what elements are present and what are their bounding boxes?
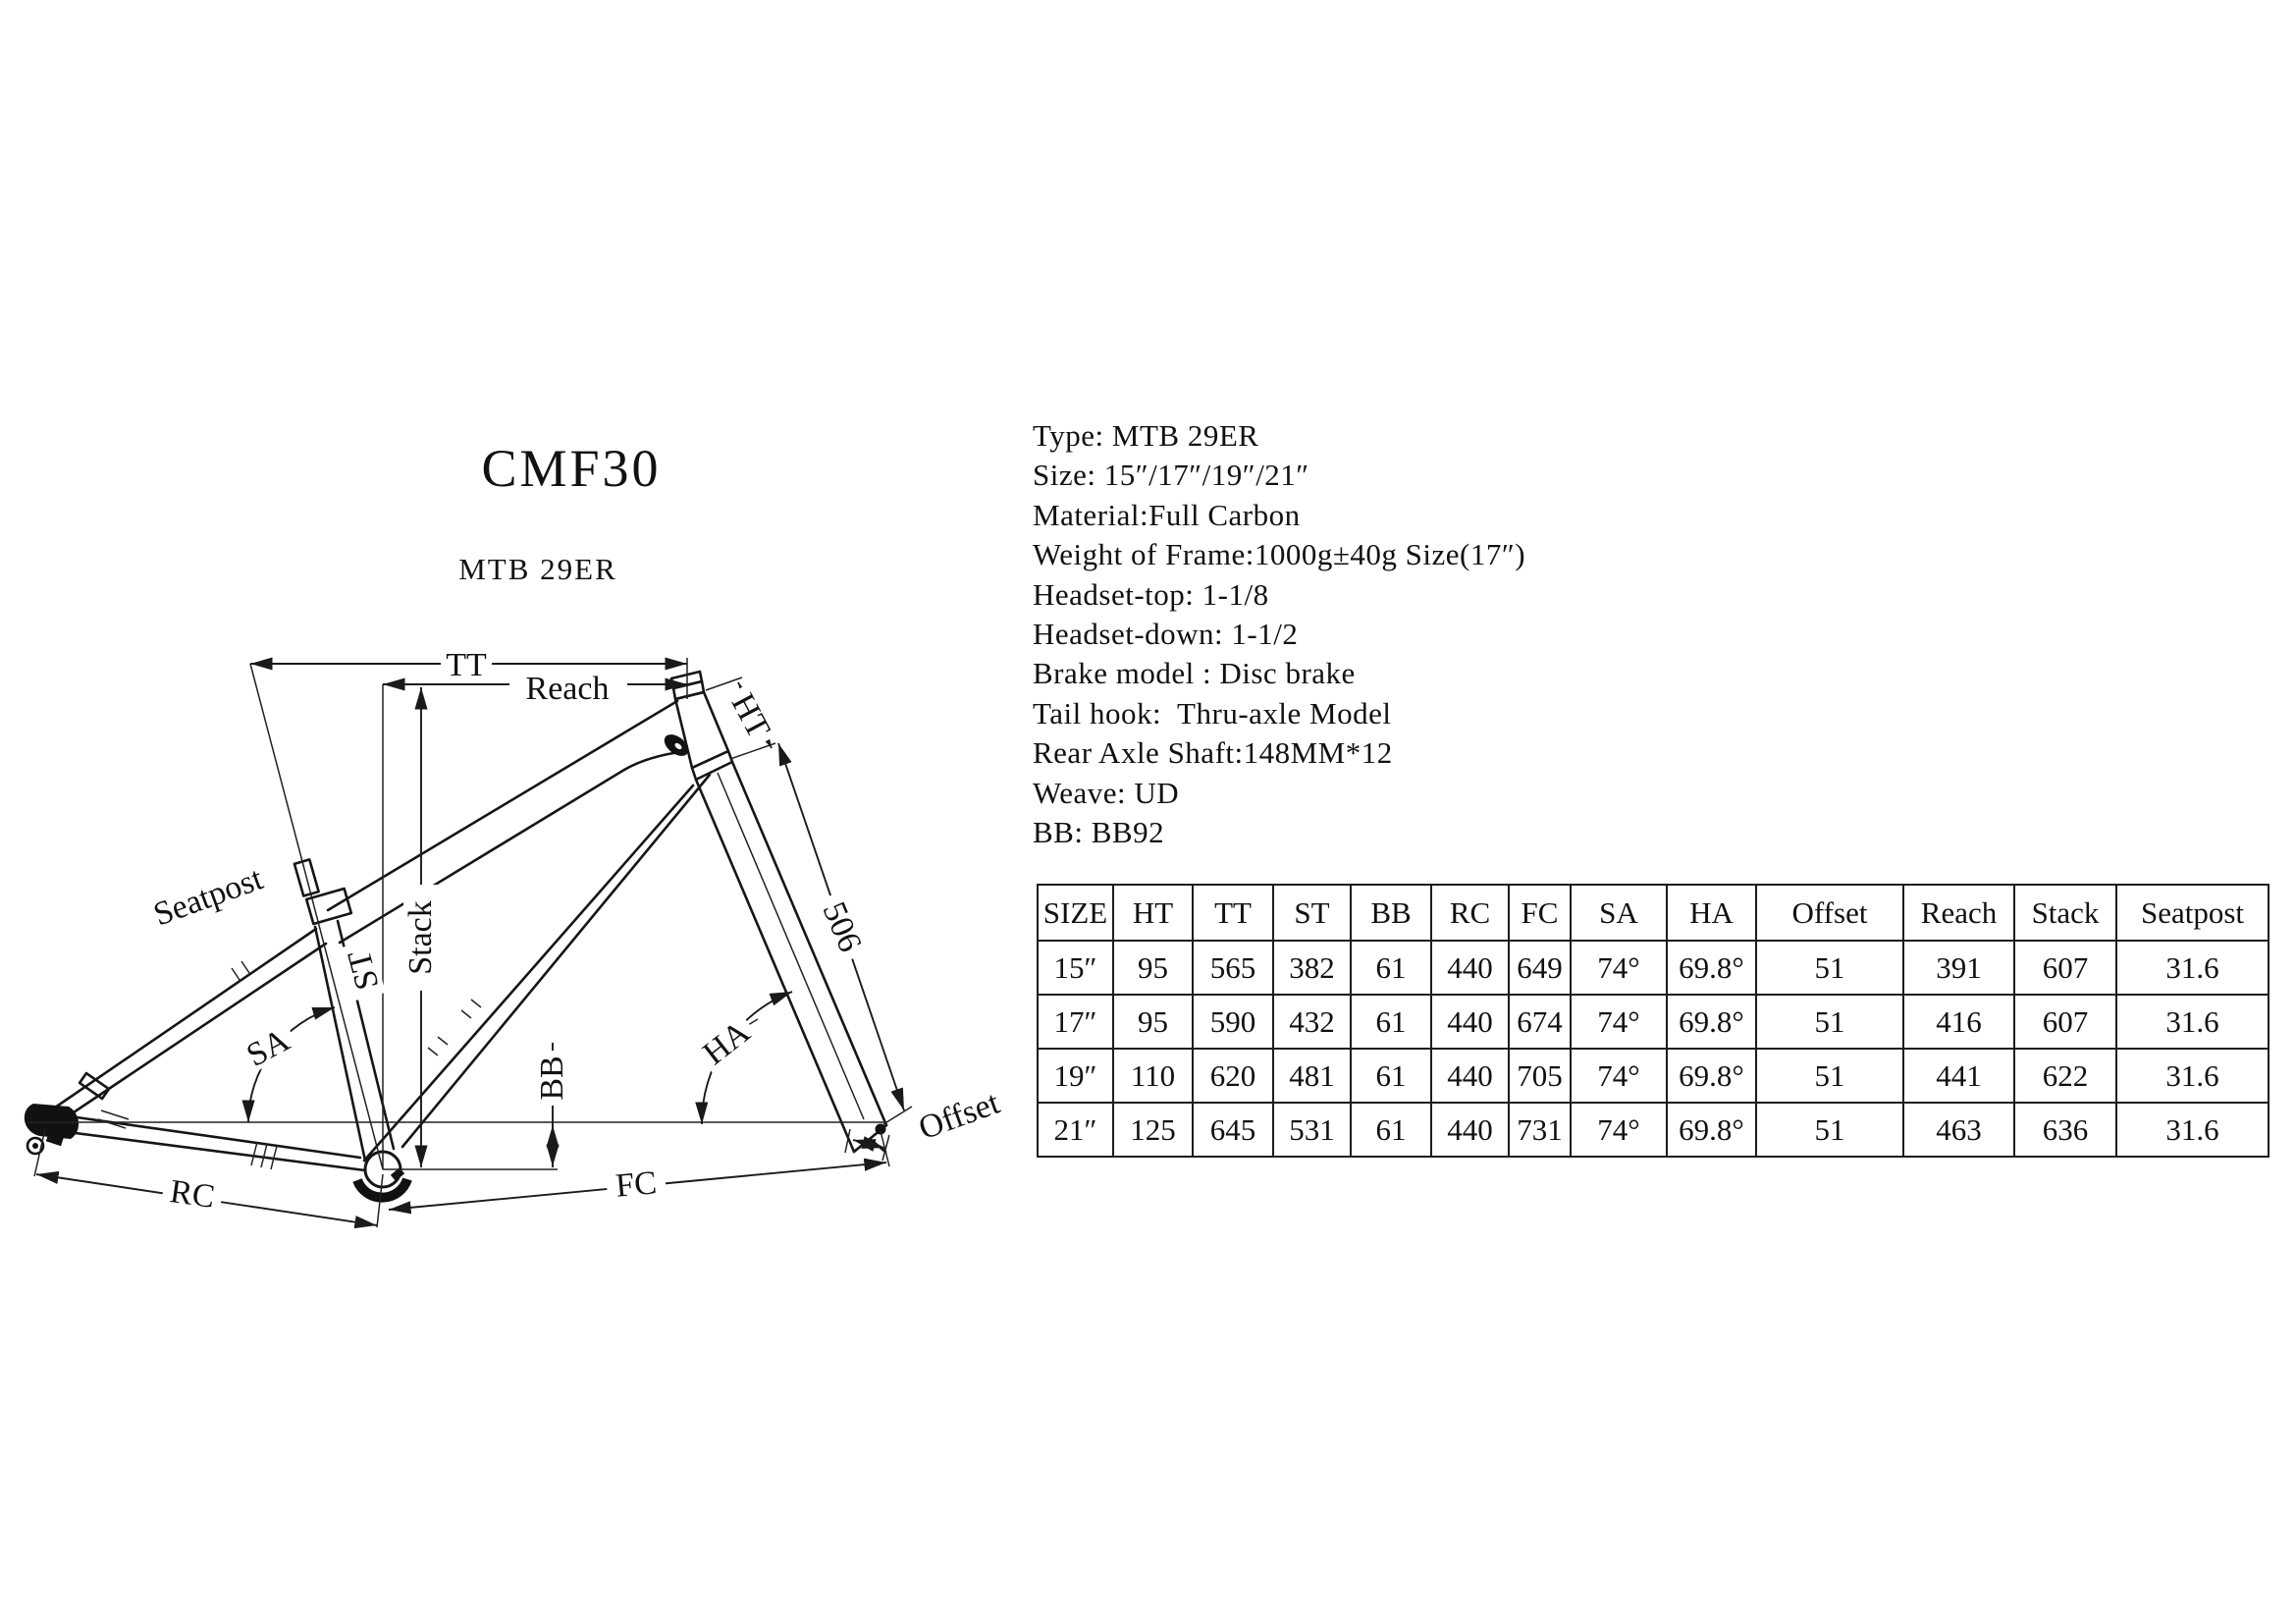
spec-line: Size: 15″/17″/19″/21″ (1033, 458, 1309, 493)
table-cell: 565 (1192, 940, 1274, 996)
table-cell: 21″ (1037, 1102, 1114, 1158)
label-rc: RC (168, 1173, 217, 1216)
table-cell: 441 (1902, 1048, 2015, 1104)
column-header: ST (1272, 884, 1352, 942)
table-cell: 69.8° (1666, 994, 1757, 1050)
table-cell: 74° (1570, 940, 1668, 996)
table-cell: 69.8° (1666, 940, 1757, 996)
table-cell: 620 (1192, 1048, 1274, 1104)
table-cell: 31.6 (2115, 994, 2269, 1050)
table-cell: 51 (1755, 940, 1904, 996)
spec-line: Headset-top: 1-1/8 (1033, 576, 1269, 612)
table-cell: 95 (1112, 940, 1194, 996)
table-cell: 74° (1570, 1102, 1668, 1158)
page-subtitle: MTB 29ER (458, 552, 617, 586)
page-title: CMF30 (481, 439, 662, 498)
table-cell: 622 (2013, 1048, 2117, 1104)
table-cell: 440 (1430, 940, 1510, 996)
table-cell: 125 (1112, 1102, 1194, 1158)
column-header: HA (1666, 884, 1757, 942)
spec-line: Material:Full Carbon (1033, 497, 1301, 532)
table-cell: 61 (1350, 994, 1432, 1050)
table-cell: 649 (1508, 940, 1572, 996)
table-cell: 51 (1755, 1048, 1904, 1104)
spec-line: Headset-down: 1-1/2 (1033, 616, 1299, 651)
table-cell: 110 (1112, 1048, 1194, 1104)
spec-line: Type: MTB 29ER (1033, 418, 1259, 453)
table-cell: 19″ (1037, 1048, 1114, 1104)
dimension-labels: TT Reach HT 506 Seatpost ST Stack (130, 647, 1023, 1216)
table-cell: 432 (1272, 994, 1352, 1050)
table-cell: 31.6 (2115, 1048, 2269, 1104)
table-cell: 645 (1192, 1102, 1274, 1158)
table-cell: 31.6 (2115, 1102, 2269, 1158)
label-seatpost: Seatpost (149, 860, 268, 933)
column-header: Stack (2013, 884, 2117, 942)
table-cell: 17″ (1037, 994, 1114, 1050)
table-cell: 51 (1755, 994, 1904, 1050)
table-cell: 636 (2013, 1102, 2117, 1158)
table-cell: 440 (1430, 994, 1510, 1050)
label-stack: Stack (402, 900, 439, 975)
table-cell: 15″ (1037, 940, 1114, 996)
table-cell: 51 (1755, 1102, 1904, 1158)
table-cell: 95 (1112, 994, 1194, 1050)
table-cell: 590 (1192, 994, 1274, 1050)
column-header: Reach (1902, 884, 2015, 942)
label-bb: BB (534, 1055, 570, 1100)
table-cell: 607 (2013, 994, 2117, 1050)
table-cell: 674 (1508, 994, 1572, 1050)
table-cell: 705 (1508, 1048, 1572, 1104)
spec-list: Type: MTB 29ER Size: 15″/17″/19″/21″ Mater… (1033, 416, 1525, 852)
table-cell: 69.8° (1666, 1048, 1757, 1104)
spec-line: BB: BB92 (1033, 814, 1165, 849)
spec-line: Weight of Frame:1000g±40g Size(17″) (1033, 537, 1526, 572)
table-cell: 731 (1508, 1102, 1572, 1158)
table-cell: 416 (1902, 994, 2015, 1050)
label-reach: Reach (526, 671, 610, 707)
table-cell: 440 (1430, 1048, 1510, 1104)
spec-line: Rear Axle Shaft:148MM*12 (1033, 735, 1393, 771)
column-header: BB (1350, 884, 1432, 942)
dimension-lines (27, 657, 913, 1229)
spec-line: Weave: UD (1033, 775, 1180, 810)
table-cell: 531 (1272, 1102, 1352, 1158)
label-tt: TT (446, 647, 487, 683)
table-cell: 440 (1430, 1102, 1510, 1158)
table-cell: 481 (1272, 1048, 1352, 1104)
column-header: TT (1192, 884, 1274, 942)
bike-frame-art (24, 670, 888, 1203)
table-cell: 69.8° (1666, 1102, 1757, 1158)
table-cell: 61 (1350, 1048, 1432, 1104)
spec-line: Brake model : Disc brake (1033, 656, 1356, 691)
label-offset: Offset (914, 1084, 1004, 1147)
table-cell: 382 (1272, 940, 1352, 996)
table-cell: 607 (2013, 940, 2117, 996)
table-cell: 61 (1350, 1102, 1432, 1158)
table-cell: 463 (1902, 1102, 2015, 1158)
column-header: Offset (1755, 884, 1904, 942)
column-header: Seatpost (2115, 884, 2269, 942)
column-header: SA (1570, 884, 1668, 942)
label-fc: FC (614, 1164, 659, 1204)
table-cell: 74° (1570, 1048, 1668, 1104)
column-header: HT (1112, 884, 1194, 942)
column-header: SIZE (1037, 884, 1114, 942)
column-header: FC (1508, 884, 1572, 942)
table-cell: 391 (1902, 940, 2015, 996)
table-cell: 61 (1350, 940, 1432, 996)
column-header: RC (1430, 884, 1510, 942)
table-cell: 74° (1570, 994, 1668, 1050)
table-cell: 31.6 (2115, 940, 2269, 996)
spec-line: Tail hook: Thru-axle Model (1033, 695, 1392, 730)
